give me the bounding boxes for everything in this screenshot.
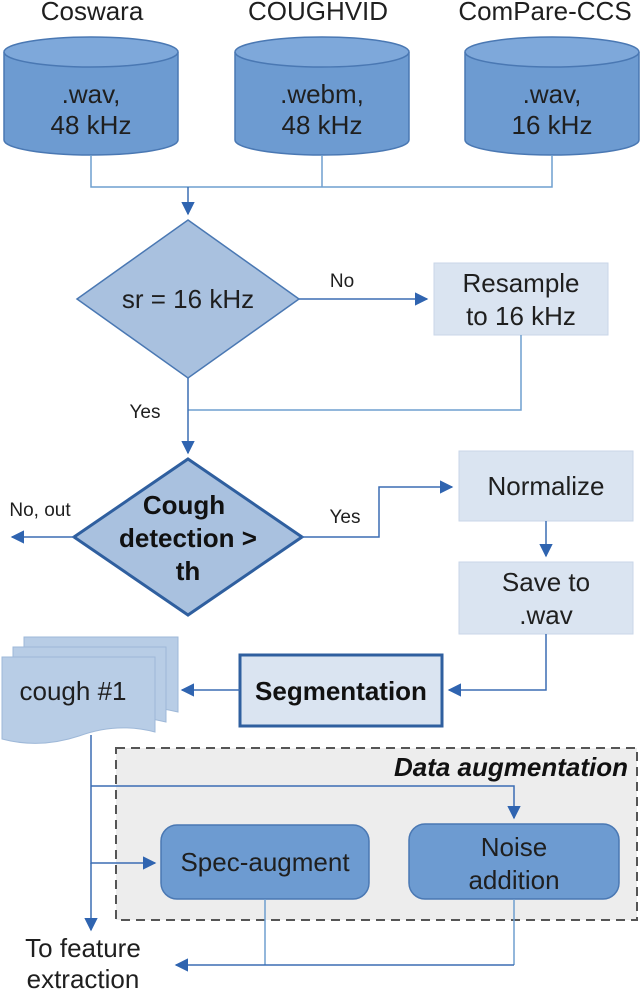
decision-sample-rate: sr = 16 kHz (75, 219, 301, 379)
decision-sample-rate-label: sr = 16 kHz (122, 284, 254, 314)
arrow-save-to-segmentation (447, 634, 547, 697)
noise-line1: Noise (481, 832, 547, 862)
resample-line1: Resample (462, 268, 579, 298)
coswara-format: .wav, (62, 79, 121, 109)
connector-to-noise (91, 785, 521, 820)
cough-detection-line2: detection > (119, 523, 257, 553)
cough-docs-label: cough #1 (20, 676, 127, 706)
save-line1: Save to (502, 567, 590, 597)
coughvid-format: .webm, (280, 79, 364, 109)
spec-augment-label: Spec-augment (180, 847, 350, 877)
database-compare: .wav, 16 kHz (464, 36, 640, 156)
source-title-compare: ComPare-CCS (458, 0, 631, 26)
output-line2: extraction (27, 964, 140, 993)
edge-label-no: No (330, 271, 354, 292)
source-title-coswara: Coswara (41, 0, 144, 26)
normalize-box: Normalize (458, 450, 634, 522)
save-line2: .wav (519, 600, 572, 630)
data-augmentation-title: Data augmentation (394, 752, 628, 782)
resample-box: Resample to 16 kHz (433, 262, 609, 336)
edge-label-yes-sr: Yes (130, 402, 161, 423)
cough-detection-line3: th (176, 556, 201, 586)
cough-segments-docs: cough #1 (1, 636, 179, 744)
noise-addition-box: Noise addition (408, 823, 620, 900)
normalize-label: Normalize (487, 471, 604, 501)
decision-cough-detection: Cough detection > th (71, 457, 305, 617)
coughvid-rate: 48 kHz (282, 110, 363, 140)
database-coswara: .wav, 48 kHz (3, 36, 179, 156)
coswara-rate: 48 kHz (51, 110, 132, 140)
compare-rate: 16 kHz (512, 110, 593, 140)
database-coughvid: .webm, 48 kHz (234, 36, 410, 156)
noise-line2: addition (468, 865, 559, 895)
spec-augment-box: Spec-augment (160, 824, 370, 900)
edge-label-yes-cough: Yes (330, 507, 361, 528)
compare-format: .wav, (523, 79, 582, 109)
arrow-yes-to-normalize (302, 480, 454, 538)
cough-detection-line1: Cough (143, 490, 225, 520)
resample-line2: to 16 kHz (466, 301, 576, 331)
segmentation-box: Segmentation (238, 653, 444, 728)
output-line1: To feature (25, 933, 141, 963)
edge-label-no-out: No, out (9, 500, 71, 521)
connector-resample-back (188, 335, 522, 411)
merge-connector (90, 155, 553, 216)
segmentation-label: Segmentation (255, 676, 427, 706)
source-title-coughvid: COUGHVID (248, 0, 388, 26)
save-box: Save to .wav (458, 561, 634, 635)
